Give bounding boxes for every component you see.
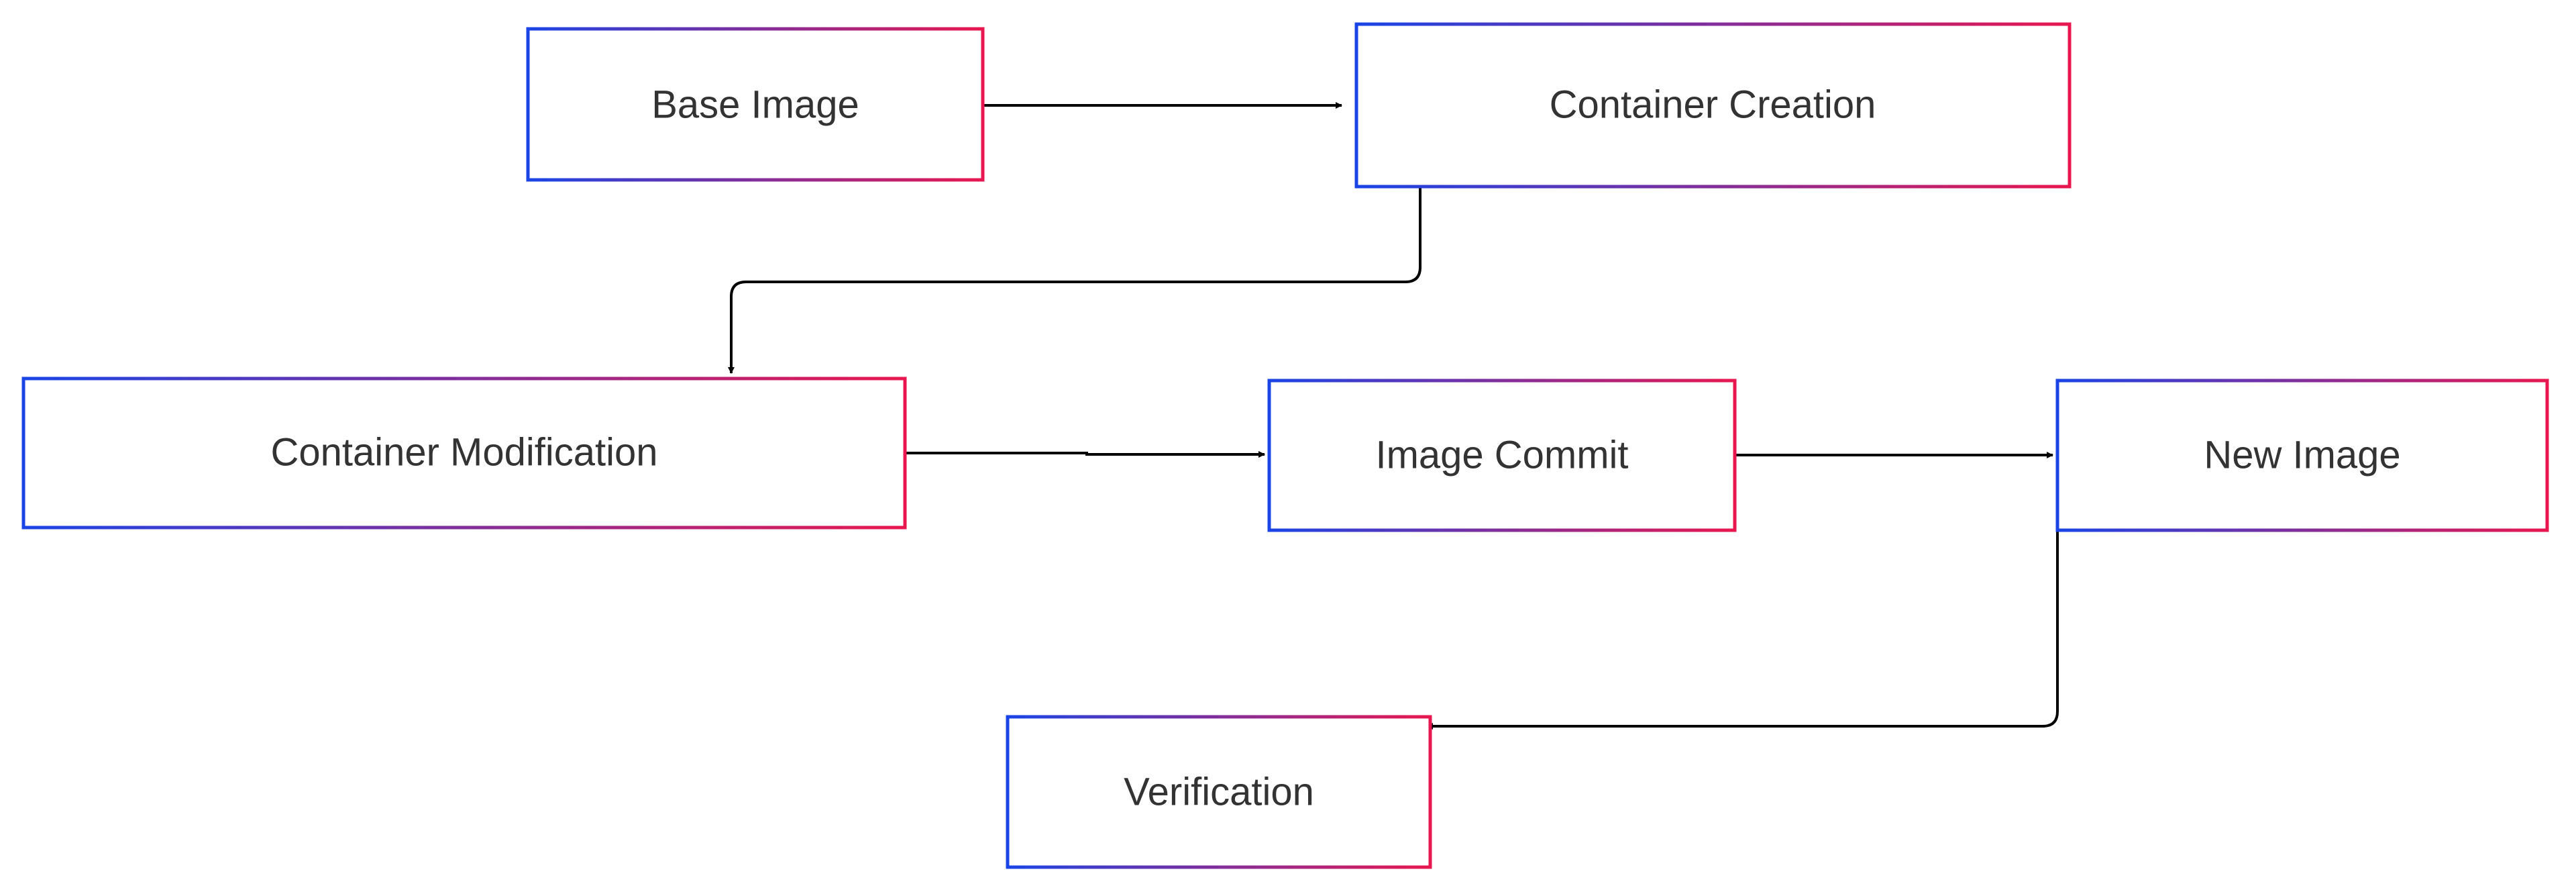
node-label: Base Image	[651, 83, 859, 127]
node-box	[1354, 22, 2072, 189]
edge-container-modification-to-image-commit	[905, 451, 1265, 458]
node-box	[526, 27, 985, 182]
node-image-commit: Image Commit	[1267, 379, 1737, 532]
node-label: Image Commit	[1375, 434, 1628, 477]
node-box	[2055, 379, 2549, 532]
node-container-modification: Container Modification	[21, 377, 907, 530]
node-base-image: Base Image	[526, 27, 985, 182]
node-new-image: New Image	[2055, 379, 2549, 532]
node-label: New Image	[2204, 434, 2400, 477]
node-label: Verification	[1124, 771, 1314, 814]
edge-container-creation-to-container-modification	[728, 187, 1421, 374]
node-container-creation: Container Creation	[1354, 22, 2072, 189]
node-box	[1006, 715, 1432, 869]
edge-new-image-to-verification	[1426, 530, 2059, 730]
node-label: Container Modification	[270, 431, 657, 475]
node-box	[21, 377, 907, 530]
node-box	[1267, 379, 1737, 532]
node-label: Container Creation	[1550, 83, 1876, 127]
node-verification: Verification	[1006, 715, 1432, 869]
edges	[728, 102, 2059, 730]
